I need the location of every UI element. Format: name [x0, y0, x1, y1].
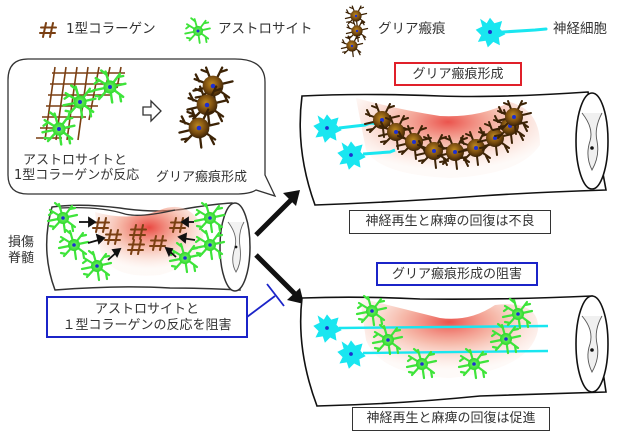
inhibition-indicator: [246, 283, 285, 318]
collagen-legend-icon: [39, 22, 57, 38]
legend-label-collagen: 1型コラーゲン: [66, 21, 156, 37]
legend-label-astrocyte: アストロサイト: [218, 21, 313, 37]
arrow-to-scar-outcome: [254, 190, 300, 237]
inset-callout: [7, 58, 277, 198]
inhibition-line2: １型コラーゲンの反応を阻害: [62, 318, 232, 333]
legend: [39, 5, 548, 58]
inhibition-line1: アストロサイトと: [94, 302, 199, 317]
injured-cord-label-line1: 損傷: [8, 235, 35, 250]
astrocyte-legend-icon: [184, 17, 211, 44]
inhibition-box: アストロサイトと １型コラーゲンの反応を阻害: [46, 296, 248, 338]
glial-scar-legend-icon: [340, 5, 369, 58]
inhibited-outcome-result: 神経再生と麻痺の回復は促進: [352, 407, 550, 431]
injured-cord-label-line2: 脊髄: [8, 251, 35, 266]
scar-formation-title: グリア瘢痕形成: [394, 62, 522, 86]
inset-reaction-line1: アストロサイトと: [22, 153, 127, 168]
inset-reaction-line2: 1型コラーゲンが反応: [14, 168, 140, 183]
scar-outcome-spinal-cord: [299, 91, 609, 206]
legend-label-neuron: 神経細胞: [553, 21, 607, 37]
scar-inhibition-title: グリア瘢痕形成の阻害: [376, 262, 538, 286]
neuron-legend-icon: [475, 17, 548, 48]
injured-spinal-cord: [45, 201, 251, 292]
scar-outcome-result: 神経再生と麻痺の回復は不良: [349, 210, 551, 234]
legend-label-glial-scar: グリア瘢痕: [378, 21, 446, 37]
inset-scar-formation-label: グリア瘢痕形成: [156, 170, 248, 185]
arrow-to-inhibited-outcome: [254, 253, 304, 304]
inset-reaction-label: アストロサイトと 1型コラーゲンが反応: [14, 153, 140, 183]
inhibited-outcome-spinal-cord: [299, 294, 609, 407]
hollow-arrow-icon: [142, 99, 162, 123]
injured-cord-label: 損傷 脊髄: [8, 235, 34, 267]
